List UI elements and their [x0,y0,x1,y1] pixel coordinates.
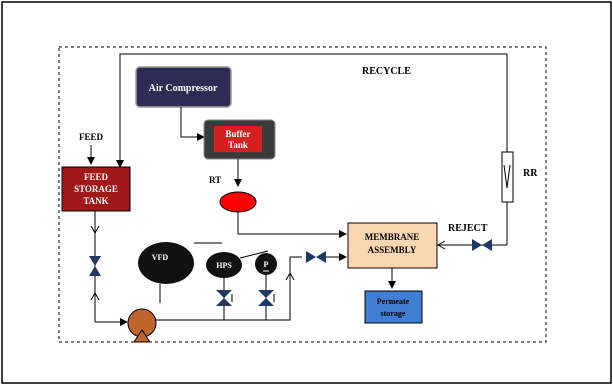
membrane-label-2: ASSEMBLY [368,245,417,255]
p-label: P [264,260,269,269]
feed-label: FEED [79,132,104,142]
rt-vessel [219,191,257,213]
rr-rotameter [501,151,514,203]
inlet-valve-icon [306,251,326,263]
hps-label: HPS [216,261,232,270]
permeate-label-1: Permeate [377,297,410,306]
p-valve-icon [258,290,275,306]
permeate-storage [364,290,423,324]
feed-tank-label-1: FEED [84,172,109,182]
vfd-label: VFD [152,253,169,262]
permeate-label-2: storage [381,309,406,318]
air-compressor [135,66,232,108]
reject-label: REJECT [448,223,488,234]
membrane-assembly [347,222,438,269]
feed-valve-icon [89,256,101,276]
buffer-tank-label-1: Buffer [226,129,251,139]
reject-valve-icon [472,239,492,251]
rr-label: RR [523,168,538,179]
system-boundary [58,46,547,343]
buffer-tank-label-2: Tank [228,140,248,150]
recycle-label: RECYCLE [362,66,411,77]
hps-valve-icon [216,290,233,306]
recycle-line [119,53,508,166]
pump-icon [127,308,157,343]
feed-tank-label-2: STORAGE [74,184,118,194]
rt-label: RT [209,175,221,185]
feed-tank-label-3: TANK [83,196,108,206]
pressure-gauge: P [255,253,277,320]
feed-storage-tank [61,166,131,212]
membrane-label-1: MEMBRANE [365,232,420,242]
air-compressor-label: Air Compressor [149,83,218,94]
vfd-unit: VFD [138,242,222,303]
